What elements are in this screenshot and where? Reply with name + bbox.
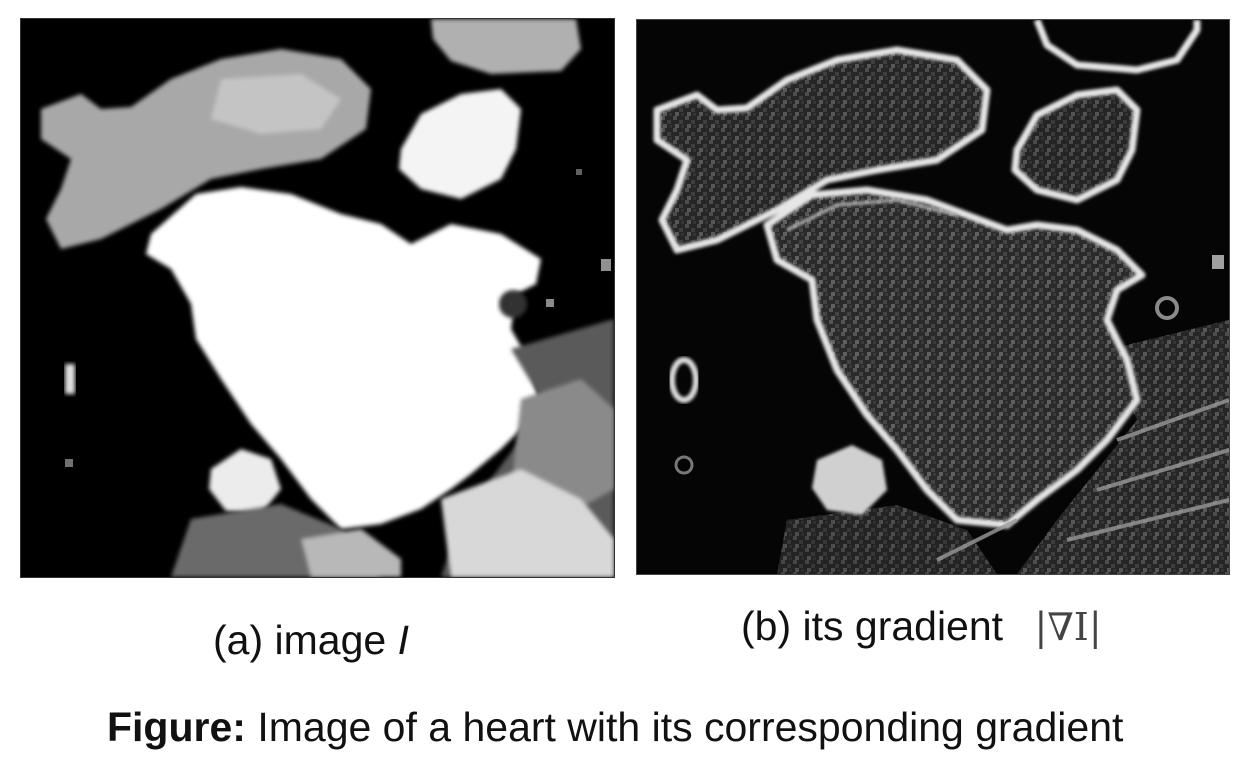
figure-caption: Figure: Image of a heart with its corres… xyxy=(107,707,1123,748)
caption-a-variable: I xyxy=(397,617,409,663)
gradient-image xyxy=(637,20,1229,574)
caption-panel-b: (b) its gradient |∇I| xyxy=(741,606,1102,647)
caption-a-prefix: (a) image xyxy=(213,617,387,663)
gradient-image-panel xyxy=(636,19,1230,575)
heart-image-panel xyxy=(20,18,615,578)
figure-label: Figure: xyxy=(107,704,246,750)
heart-image xyxy=(21,19,614,577)
caption-b-prefix: (b) its gradient xyxy=(741,603,1004,649)
caption-b-gradient-math: |∇I| xyxy=(1034,605,1102,649)
caption-panel-a: (a) image I xyxy=(213,620,409,661)
figure-caption-text: Image of a heart with its corresponding … xyxy=(257,704,1124,750)
